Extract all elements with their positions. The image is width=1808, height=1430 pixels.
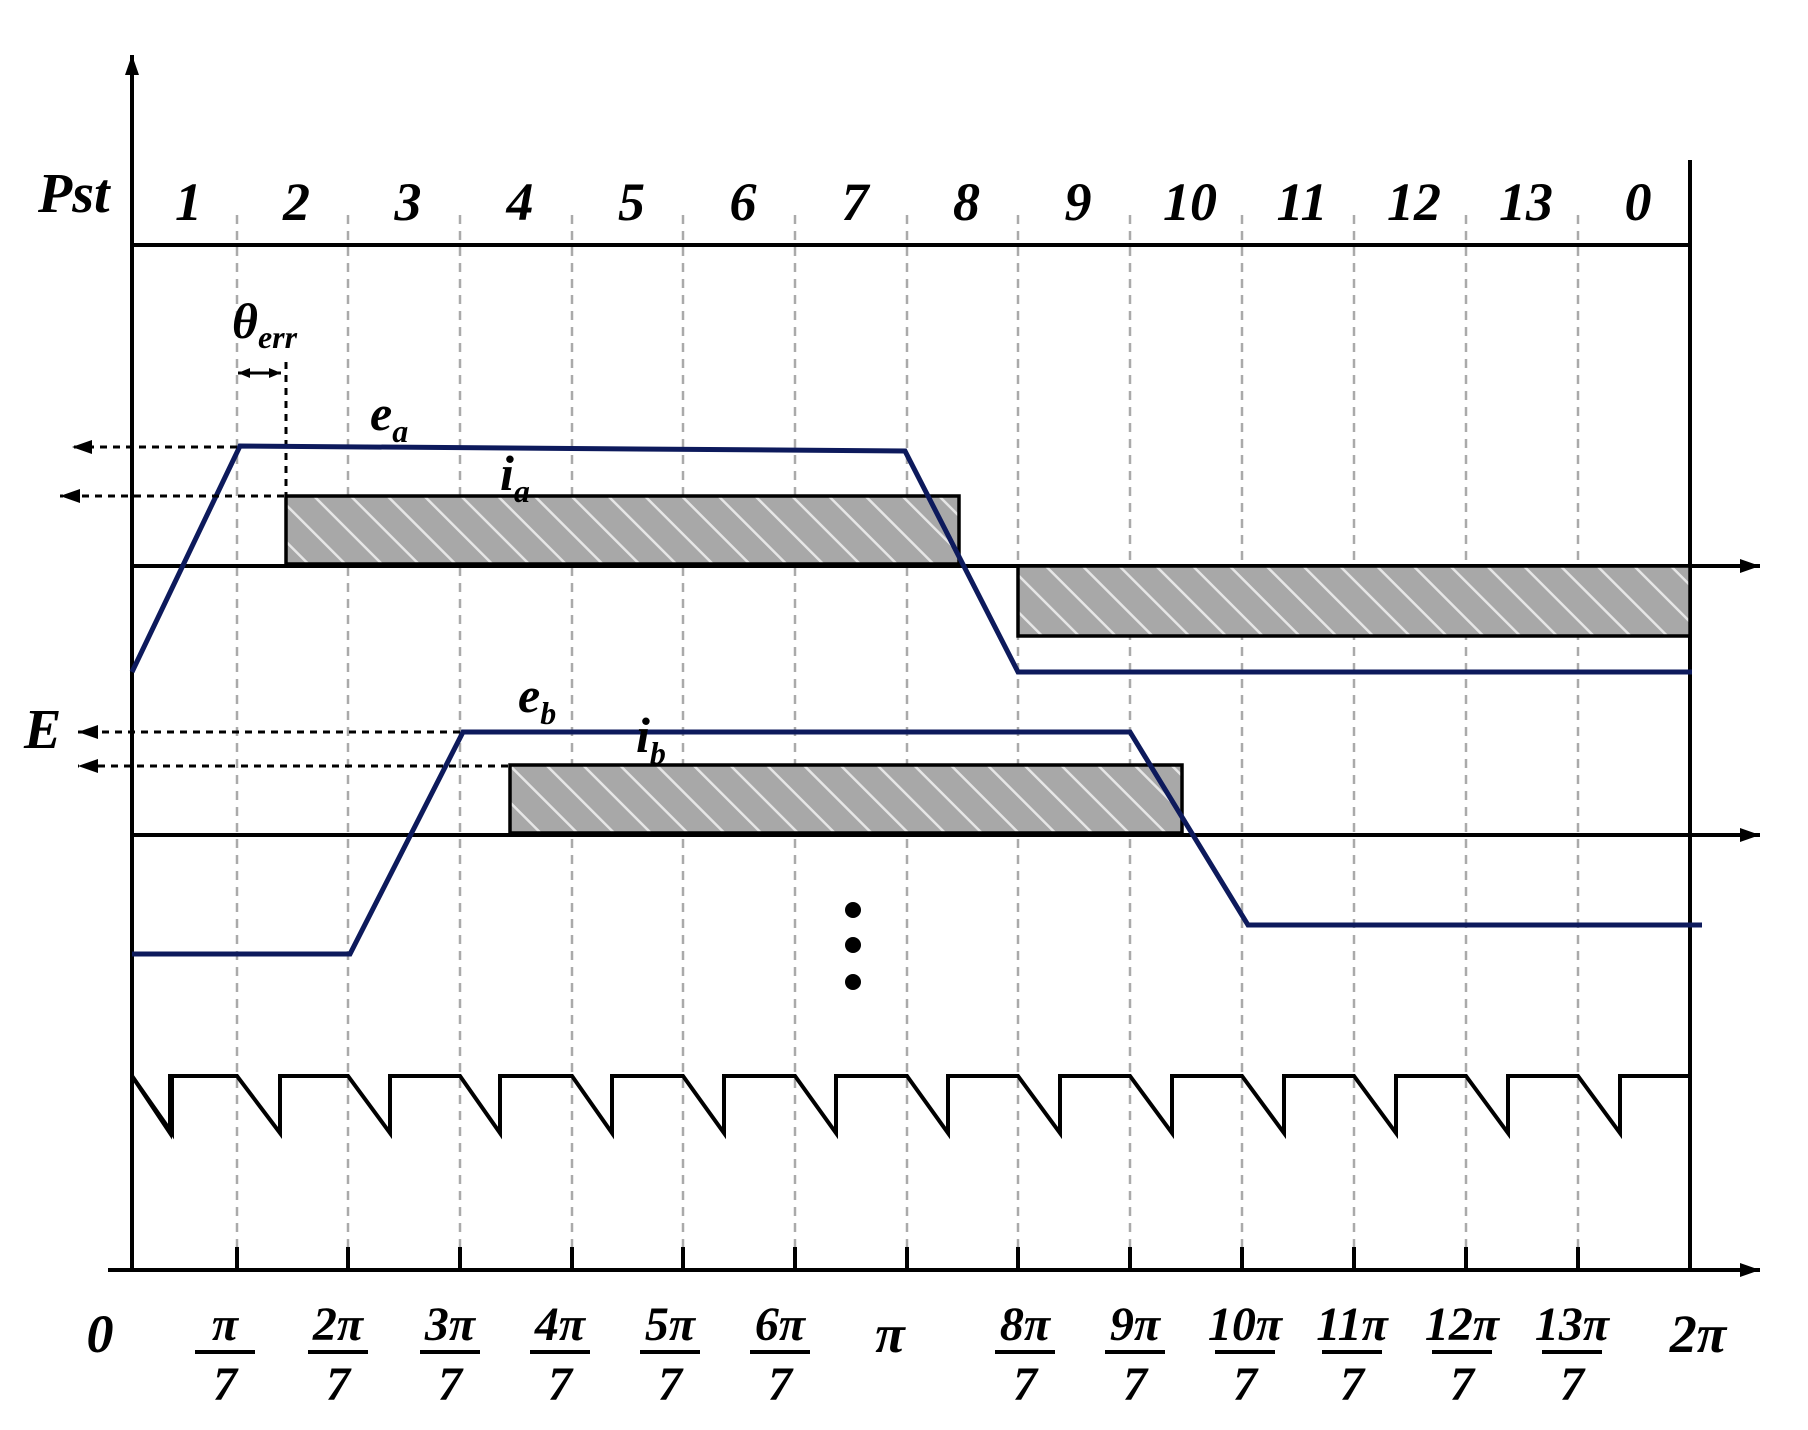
x-tick-label-numerator: 12π [1425,1298,1501,1351]
pst-value: 1 [175,172,202,232]
position-pulse-train [130,1074,1690,1140]
x-tick-label-numerator: 0 [87,1304,114,1364]
x-tick-labels: 0 π 7 2π 7 3π 7 4π 7 5π 7 6π 7 π 8π 7 9π 7 10π 7 11π 7 12π 7 13π… [87,1298,1728,1411]
x-tick-label-denominator: 7 [1340,1358,1366,1411]
ellipsis-dot [845,974,861,990]
x-tick-label-numerator: 8π [1000,1298,1052,1351]
pst-value: 0 [1625,172,1652,232]
x-tick-label-denominator: 7 [1233,1358,1259,1411]
x-tick-label-denominator: 7 [1450,1358,1476,1411]
ib-label: ib [636,707,666,771]
pst-value: 8 [953,172,980,232]
ia-subscript: a [514,473,530,509]
ellipsis-dot [845,902,861,918]
pst-value: 5 [618,172,645,232]
ia-current-negative [1016,564,1692,638]
ib-current-positive [508,763,1184,835]
x-tick-label-numerator: 2π [1669,1304,1728,1364]
x-tick-label-denominator: 7 [213,1358,239,1411]
pst-value: 3 [394,172,422,232]
x-tick-label-denominator: 7 [438,1358,464,1411]
x-tick-label-numerator: 9π [1110,1298,1162,1351]
pulse-start-edge [130,1074,174,1140]
x-tick-label-numerator: 11π [1316,1298,1389,1351]
pst-value: 4 [506,172,534,232]
ia-label: ia [500,445,530,509]
x-tick-label-numerator: 2π [312,1298,365,1351]
e-axis-label: E [23,699,61,761]
x-tick-label-denominator: 7 [326,1358,352,1411]
x-tick-label-numerator: 3π [424,1298,477,1351]
ia-current-positive [284,494,961,566]
ea-label: ea [370,385,408,449]
x-tick-label-denominator: 7 [768,1358,794,1411]
pst-value: 10 [1163,172,1217,232]
x-tick-marks [235,1247,1580,1270]
ea-subscript: a [392,413,408,449]
x-tick-label-numerator: 5π [645,1298,697,1351]
x-tick-label-denominator: 7 [1560,1358,1586,1411]
eb-subscript: b [540,695,556,731]
ia-letter: i [500,445,514,501]
pst-value: 9 [1065,172,1092,232]
ea-letter: e [370,385,392,441]
x-tick-label-numerator: 13π [1535,1298,1611,1351]
ib-subscript: b [650,735,666,771]
ib-letter: i [636,707,650,763]
x-tick-label-numerator: 4π [534,1298,587,1351]
pst-value: 6 [730,172,757,232]
x-tick-label-numerator: π [875,1304,906,1364]
pst-value: 7 [842,172,871,232]
pst-value: 11 [1276,172,1327,232]
pst-value: 2 [282,172,310,232]
x-tick-label-numerator: 10π [1208,1298,1284,1351]
theta-err-label: θerr [232,293,298,355]
eb-label: eb [518,667,556,731]
ellipsis-dot [845,937,861,953]
x-tick-label-numerator: 6π [755,1298,807,1351]
pst-value: 13 [1499,172,1553,232]
ea-back-emf-curve [129,443,1692,675]
x-tick-label-denominator: 7 [1123,1358,1149,1411]
eb-letter: e [518,667,540,723]
theta-symbol: θ [232,293,258,349]
x-tick-label-denominator: 7 [548,1358,574,1411]
eb-back-emf-curve [132,729,1702,957]
pst-value: 12 [1387,172,1441,232]
theta-subscript: err [258,319,298,355]
x-tick-label-numerator: π [212,1298,240,1351]
pst-label: Pst [37,163,111,225]
x-tick-label-denominator: 7 [1013,1358,1039,1411]
x-tick-label-denominator: 7 [658,1358,684,1411]
